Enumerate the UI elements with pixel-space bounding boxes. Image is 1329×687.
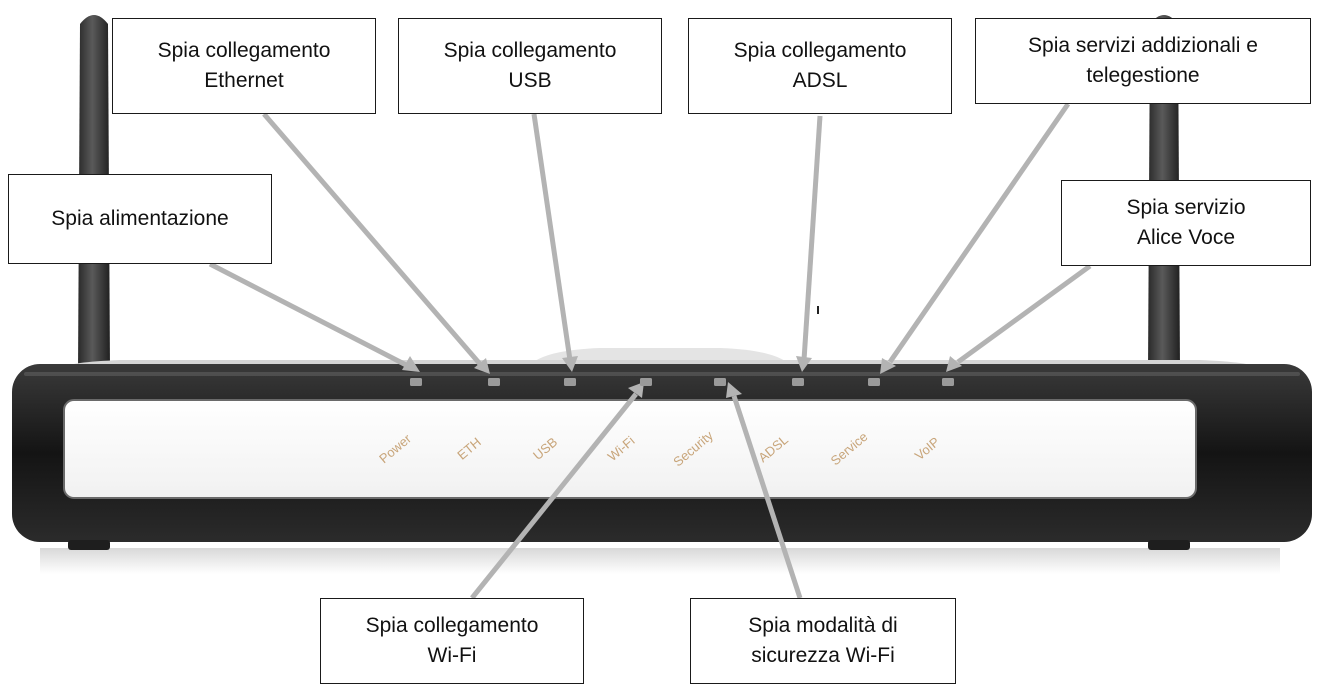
leader-line-power [208,261,410,369]
callout-voip-line2: Alice Voce [1136,226,1236,249]
body-highlight [24,372,1300,376]
callout-adsl-line1: Spia collegamento [733,39,907,62]
callout-service-line2: telegestione [1086,64,1200,87]
leader-lines [208,102,1092,600]
callout-security-line1: Spia modalità di [748,614,898,637]
callout-usb: Spia collegamento USB [398,18,662,114]
led-voip [942,378,954,386]
callout-usb-line1: Spia collegamento [443,39,617,62]
leader-line-security [731,395,803,599]
led-wi-fi [640,378,652,386]
callout-power-line1: Spia alimentazione [51,207,229,230]
leader-line-eth [262,112,482,366]
callout-service: Spia servizi addizionali e telegestione [975,18,1311,104]
callout-service-line1: Spia servizi addizionali e [1028,34,1258,57]
leader-line-voip [956,263,1092,365]
callout-adsl: Spia collegamento ADSL [688,18,952,114]
right-foot [1148,540,1190,550]
leader-line-usb [531,113,573,361]
small-mark [817,306,819,314]
leader-arrow-security [726,382,742,398]
callout-adsl-line2: ADSL [792,69,848,92]
callout-power: Spia alimentazione [8,174,272,264]
callout-security-line2: sicurezza Wi-Fi [751,644,895,667]
led-adsl [792,378,804,386]
callout-eth-line2: Ethernet [204,69,284,92]
callout-eth-line1: Spia collegamento [157,39,331,62]
leader-arrow-wifi [628,382,644,398]
led-row [410,378,954,386]
leader-arrow-usb [562,356,578,372]
leader-arrow-adsl [796,356,812,372]
leader-arrow-eth [474,358,490,374]
led-service [868,378,880,386]
led-eth [488,378,500,386]
callout-voip: Spia servizio Alice Voce [1061,180,1311,266]
callout-wifi-line1: Spia collegamento [365,614,539,637]
led-power [410,378,422,386]
leader-line-adsl [801,115,823,361]
led-security [714,378,726,386]
floor-shadow [40,548,1280,574]
leader-arrow-power [402,356,420,372]
callout-security: Spia modalità di sicurezza Wi-Fi [690,598,956,684]
left-foot [68,540,110,550]
callout-voip-line1: Spia servizio [1126,196,1246,219]
leader-line-service [887,102,1071,364]
led-usb [564,378,576,386]
leader-line-wifi [470,392,638,600]
callout-wifi-line2: Wi-Fi [427,644,477,667]
callout-eth: Spia collegamento Ethernet [112,18,376,114]
callout-wifi: Spia collegamento Wi-Fi [320,598,584,684]
leader-arrow-voip [946,356,962,372]
callout-usb-line2: USB [508,69,552,92]
leader-arrow-service [880,358,896,374]
